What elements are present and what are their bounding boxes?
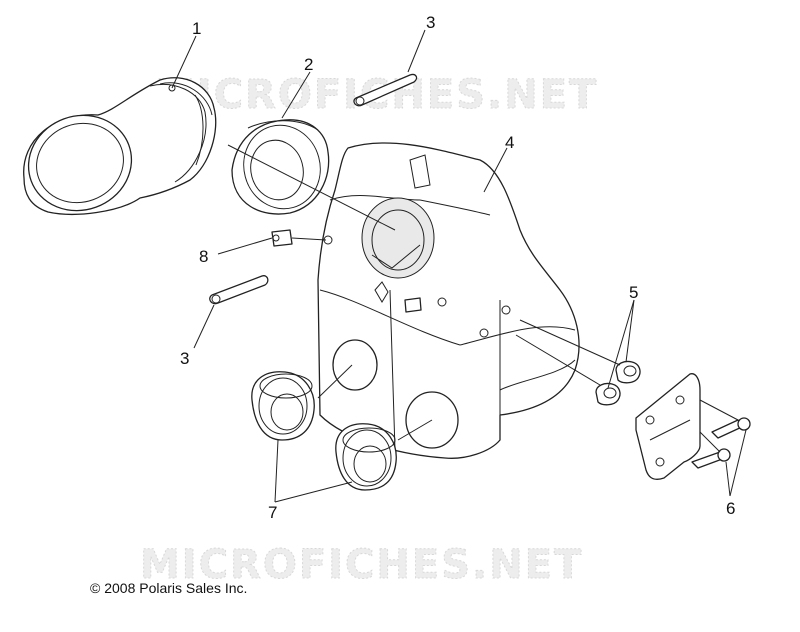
callout-8: 8 bbox=[199, 247, 208, 266]
callout-1: 1 bbox=[192, 19, 201, 38]
part-3-strap-upper bbox=[353, 73, 418, 107]
part-4-airbox bbox=[317, 142, 580, 459]
watermark-bottom: MICROFICHES.NET bbox=[140, 542, 583, 588]
callout-4: 4 bbox=[505, 133, 514, 152]
callout-3-lower: 3 bbox=[180, 349, 189, 368]
callout-7: 7 bbox=[268, 503, 277, 522]
copyright-notice: © 2008 Polaris Sales Inc. bbox=[90, 580, 248, 596]
part-7-boot-lower bbox=[335, 423, 397, 491]
callout-6: 6 bbox=[726, 499, 735, 518]
callout-2: 2 bbox=[304, 55, 313, 74]
leader-lines bbox=[171, 29, 747, 503]
part-5-grommet-upper bbox=[615, 360, 641, 384]
callout-3-upper: 3 bbox=[426, 13, 435, 32]
part-3-strap-lower bbox=[209, 275, 269, 305]
part-2-coupler-sleeve bbox=[231, 119, 330, 215]
part-8-fitting bbox=[271, 229, 422, 313]
part-5-grommet-lower bbox=[595, 382, 621, 406]
bracket-plate bbox=[635, 373, 701, 480]
part-6-bolt-lower bbox=[691, 448, 731, 469]
part-6-bolt-upper bbox=[711, 417, 751, 439]
part-1-intake-duct bbox=[23, 77, 217, 215]
part-7-boot-upper bbox=[251, 371, 315, 441]
callout-5: 5 bbox=[629, 283, 638, 302]
